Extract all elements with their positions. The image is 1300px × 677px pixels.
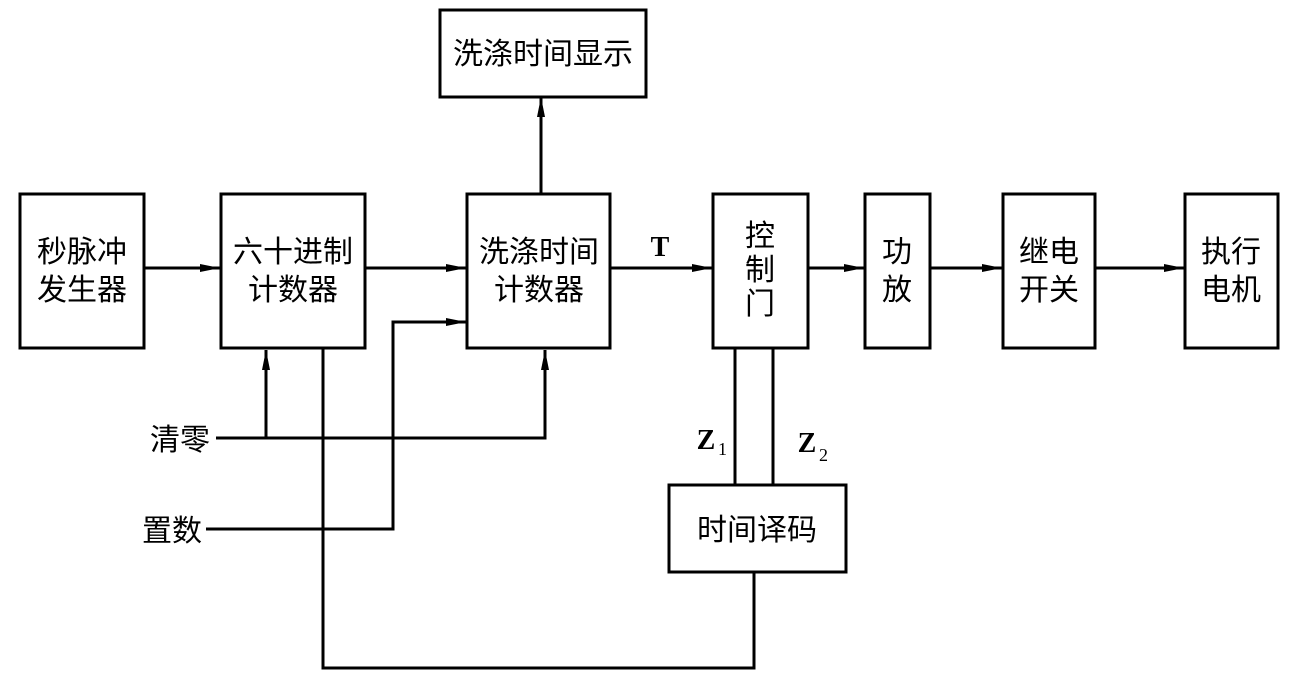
block-relay-switch: 继电 开关 bbox=[1001, 192, 1097, 350]
block-control-gate-line1: 控 bbox=[745, 219, 775, 254]
signal-z2-sub: 2 bbox=[819, 445, 828, 465]
signal-z1-main: Z bbox=[697, 425, 716, 456]
block-relay-switch-line1: 继电 bbox=[1019, 235, 1079, 270]
block-sixty-counter-line2: 计数器 bbox=[248, 273, 338, 308]
input-clear-label: 清零 bbox=[150, 423, 210, 458]
wire-sixty-to-decoder bbox=[321, 348, 756, 670]
block-relay-switch-line2: 开关 bbox=[1019, 273, 1079, 308]
block-sixty-counter-line1: 六十进制 bbox=[233, 235, 353, 270]
block-motor-line1: 执行 bbox=[1201, 235, 1261, 270]
wire-clear-bus bbox=[216, 350, 549, 440]
block-wash-counter-line1: 洗涤时间 bbox=[479, 235, 599, 270]
block-wash-counter: 洗涤时间 计数器 bbox=[465, 192, 612, 350]
input-preset-label: 置数 bbox=[142, 514, 202, 549]
signal-z2-label: Z 2 bbox=[798, 428, 828, 465]
block-power-amp-line1: 功 bbox=[882, 235, 912, 270]
block-wash-display-label: 洗涤时间显示 bbox=[453, 37, 633, 72]
signal-z2-main: Z bbox=[798, 428, 817, 459]
block-time-decoder-label: 时间译码 bbox=[697, 513, 817, 548]
block-motor: 执行 电机 bbox=[1183, 192, 1280, 350]
block-wash-counter-line2: 计数器 bbox=[494, 273, 584, 308]
signal-t-label: T bbox=[651, 232, 670, 263]
block-wash-display: 洗涤时间显示 bbox=[438, 8, 648, 99]
block-power-amp: 功 放 bbox=[863, 192, 932, 350]
block-pulse-generator: 秒脉冲 发生器 bbox=[18, 192, 146, 350]
block-sixty-counter: 六十进制 计数器 bbox=[219, 192, 367, 350]
block-time-decoder: 时间译码 bbox=[667, 483, 848, 574]
block-control-gate-line3: 门 bbox=[745, 287, 775, 322]
block-control-gate: 控 制 门 bbox=[711, 192, 810, 350]
signal-z1-sub: 1 bbox=[718, 439, 727, 459]
block-power-amp-line2: 放 bbox=[882, 273, 912, 308]
block-pulse-generator-line1: 秒脉冲 bbox=[37, 235, 127, 270]
block-pulse-generator-line2: 发生器 bbox=[37, 273, 127, 308]
signal-z1-label: Z 1 bbox=[697, 425, 727, 459]
block-control-gate-line2: 制 bbox=[745, 253, 775, 288]
wire-preset bbox=[206, 318, 466, 531]
block-motor-line2: 电机 bbox=[1201, 273, 1261, 308]
